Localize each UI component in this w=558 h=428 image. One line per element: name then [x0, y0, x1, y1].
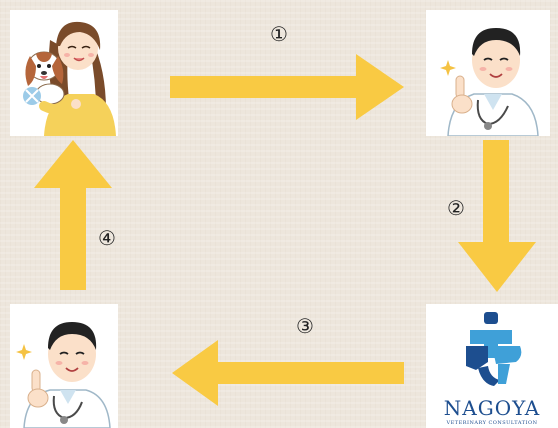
step-label-1: ①	[270, 22, 288, 46]
vet-card-top-right	[426, 10, 550, 136]
arrow-up-4	[34, 140, 112, 290]
arrow-left-3	[172, 340, 404, 406]
owner-with-dog-card	[10, 10, 118, 136]
nagoya-logo-icon	[466, 312, 522, 386]
vet-card-bottom-left	[10, 304, 118, 428]
arrow-down-2	[458, 140, 536, 292]
step-label-3: ③	[296, 314, 314, 338]
logo-title: NAGOYA	[443, 396, 541, 420]
vet-illustration-bottom-left	[16, 322, 111, 428]
step-label-4: ④	[98, 226, 116, 250]
owner-with-dog-illustration	[23, 21, 116, 136]
logo-subtitle: VETERINARY CONSULTATION	[446, 420, 538, 426]
nagoya-logo-card: NAGOYA VETERINARY CONSULTATION	[426, 304, 558, 428]
vet-illustration-top-right	[440, 28, 539, 136]
arrow-right-1	[170, 54, 404, 120]
step-label-2: ②	[447, 196, 465, 220]
